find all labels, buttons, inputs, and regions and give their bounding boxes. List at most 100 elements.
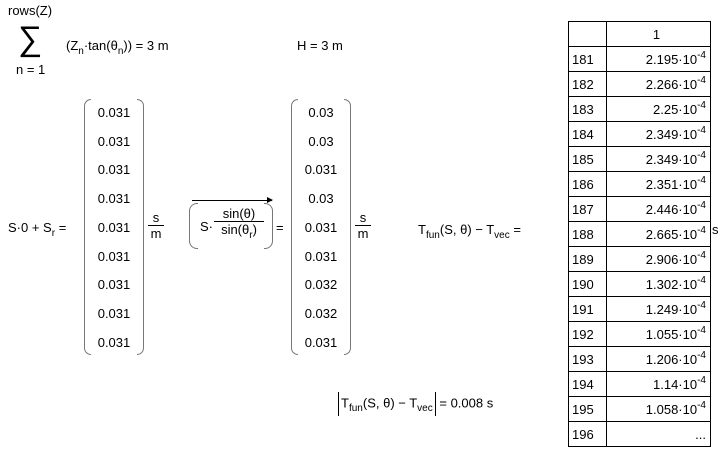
matrix-value-mantissa: 1.249·10 [645, 301, 698, 317]
matrix-corner-cell [568, 21, 607, 47]
matrix-value-cell[interactable]: 1.302·10-4 [606, 271, 711, 297]
matrix-value-cell[interactable]: 2.266·10-4 [606, 71, 711, 97]
matrix-value-exponent: -4 [697, 49, 706, 61]
matrix-value-mantissa: 2.349·10 [645, 151, 698, 167]
s-vector-cell: 0.031 [97, 133, 131, 149]
matrix-row-index: 196 [568, 421, 607, 447]
matrix-value-mantissa: 1.055·10 [645, 326, 698, 342]
s-vector-cell: 0.031 [97, 105, 131, 120]
matrix-value-cell[interactable]: 2.906·10-4 [606, 246, 711, 272]
abs-result: = 0.008 s [439, 395, 494, 411]
matrix-value-exponent: -4 [697, 349, 706, 361]
matrix-row-index: 182 [568, 71, 607, 97]
sum-upper-limit: rows(Z) [8, 3, 53, 18]
matrix-row-index: 192 [568, 321, 607, 347]
matrix-value-cell[interactable]: 2.195·10-4 [606, 46, 711, 72]
matrix-column-header: 1 [606, 21, 711, 47]
s-vector-cell: 0.031 [97, 334, 131, 350]
matrix-value-mantissa: ... [695, 426, 706, 442]
s-vector-cell: 0.031 [97, 248, 131, 264]
sum-body: (Zn·tan(θn)) = 3 m [66, 38, 169, 57]
s-vector-cell: 0.031 [97, 191, 131, 207]
ratio-numerator: sin(θ) [214, 206, 264, 222]
vectorize-arrow [192, 197, 273, 203]
matrix-value-mantissa: 1.206·10 [645, 351, 698, 367]
s-vector-cell: 0.031 [97, 305, 131, 321]
matrix-value-exponent: -4 [697, 174, 706, 186]
ratio-equals: = [276, 220, 284, 235]
matrix-row-index: 185 [568, 146, 607, 172]
matrix-value-cell[interactable]: ... [606, 421, 711, 447]
matrix-row-index: 194 [568, 371, 607, 397]
sum-body-start: (Z [66, 38, 79, 53]
matrix-header-row: 1 [568, 21, 711, 47]
matrix-value-cell[interactable]: 2.25·10-4 [606, 96, 711, 122]
abs-mid: (S, θ) − T [362, 395, 418, 411]
matrix-value-exponent: -4 [697, 199, 706, 211]
tfun-equals: = [513, 222, 521, 237]
matrix-row: 196... [568, 421, 711, 447]
ratio-denominator: sin(θr) [214, 222, 264, 241]
h-expression: H = 3 m [297, 38, 343, 53]
abs-bar-left [338, 392, 339, 416]
ratio-vector-cell: 0.031 [304, 219, 338, 235]
matrix-row-index: 191 [568, 296, 607, 322]
matrix-value-cell[interactable]: 2.349·10-4 [606, 121, 711, 147]
matrix-value-cell[interactable]: 1.206·10-4 [606, 346, 711, 372]
s-vector-cell: 0.031 [97, 162, 131, 178]
matrix-value-exponent: -4 [697, 399, 706, 411]
matrix-value-cell[interactable]: 1.14·10-4 [606, 371, 711, 397]
matrix-value-exponent: -4 [697, 374, 706, 386]
ratio-den-sub: r [249, 230, 253, 241]
s-result-vector: 0.031 0.031 0.031 0.031 0.031 0.031 0.031 0.031… [84, 99, 144, 355]
matrix-value-cell[interactable]: 2.349·10-4 [606, 146, 711, 172]
matrix-value-exponent: -4 [697, 224, 706, 236]
matrix-value-cell[interactable]: 2.665·10-4 [606, 221, 711, 247]
matrix-value-mantissa: 2.351·10 [645, 176, 698, 192]
s-expression-lhs: S·0 + Sr = [8, 220, 66, 239]
abs-t: T [341, 395, 349, 411]
matrix-value-cell[interactable]: 1.058·10-4 [606, 396, 711, 422]
s-vector-cell: 0.031 [97, 277, 131, 293]
matrix-value-cell[interactable]: 1.249·10-4 [606, 296, 711, 322]
sum-lower-limit: n = 1 [16, 62, 46, 77]
matrix-value-cell[interactable]: 2.446·10-4 [606, 196, 711, 222]
ratio-unit-num: s [355, 210, 371, 226]
abs-t-sub: fun [348, 403, 363, 415]
s-unit-den: m [150, 226, 162, 241]
s-vector-cell: 0.031 [97, 219, 131, 235]
vector-open-paren [84, 99, 91, 355]
ratio-vector-cell: 0.032 [304, 277, 338, 293]
ratio-unit: s m [355, 210, 371, 241]
matrix-value-exponent: -4 [697, 249, 706, 261]
ratio-vector-cell: 0.03 [308, 105, 334, 120]
matrix-value-exponent: -4 [697, 324, 706, 336]
ratio-unit-den: m [357, 226, 369, 241]
sum-body-sub2: n [117, 46, 124, 57]
ratio-den-text: sin(θ [221, 222, 250, 237]
ratio-vector-cell: 0.031 [304, 248, 338, 264]
ratio-s-label: S· [200, 219, 213, 234]
tfun-expression-lhs: Tfun(S, θ) − Tvec = [418, 222, 521, 241]
sum-body-mid: ·tan(θ [83, 38, 118, 53]
matrix-unit: s [712, 222, 719, 237]
matrix-value-cell[interactable]: 2.351·10-4 [606, 171, 711, 197]
sigma-symbol: ∑ [18, 20, 43, 58]
matrix-value-mantissa: 2.25·10 [653, 101, 698, 117]
matrix-value-cell[interactable]: 1.055·10-4 [606, 321, 711, 347]
matrix-row-index: 188 [568, 221, 607, 247]
ratio-fraction: sin(θ) sin(θr) [214, 206, 264, 241]
matrix-value-mantissa: 2.266·10 [645, 76, 698, 92]
